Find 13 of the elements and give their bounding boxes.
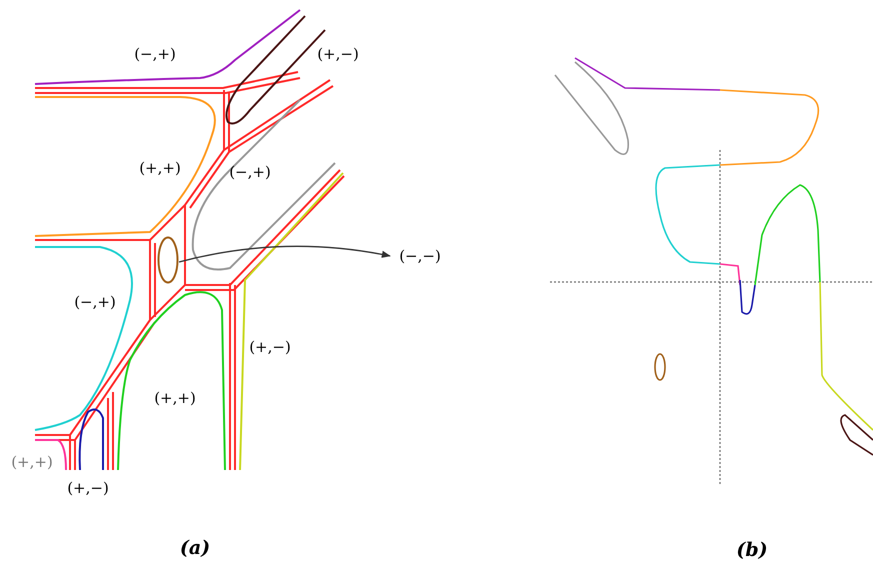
arrow [178, 246, 391, 263]
sign-label: (+,−) [67, 479, 109, 497]
sign-label: (−,+) [229, 163, 271, 181]
panel-label: (b) [736, 539, 768, 561]
sign-label: (+,−) [317, 45, 359, 63]
sign-label: (−,+) [74, 293, 116, 311]
sign-label: (−,−) [392, 244, 448, 268]
sign-label: (+,+) [11, 453, 53, 471]
sign-label: (+,+) [154, 389, 196, 407]
panel-label: (a) [180, 537, 210, 559]
sign-label: (−,+) [134, 45, 176, 63]
sign-label: (+,−) [249, 338, 291, 356]
sign-label: (+,+) [139, 159, 181, 177]
